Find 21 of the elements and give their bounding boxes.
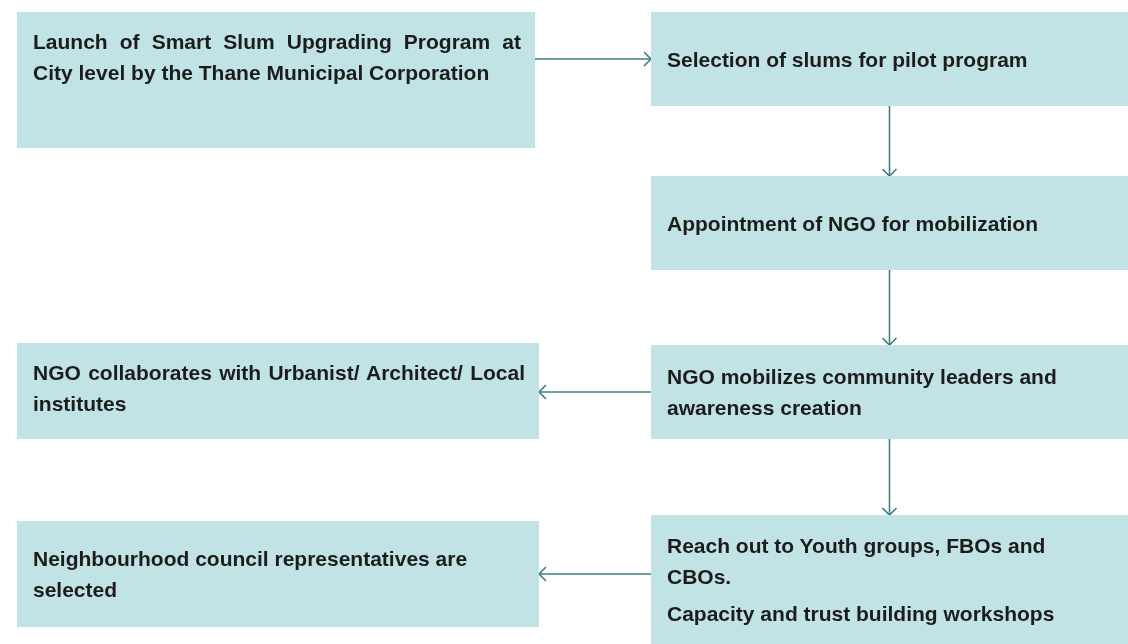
node-text: Selection of slums for pilot program bbox=[667, 46, 1029, 73]
arrow bbox=[881, 105, 898, 177]
process-box bbox=[651, 12, 1128, 106]
node-text: NGO mobilizes community leaders and awareness creation bbox=[667, 364, 1058, 421]
node-text: Neighbourhood council representatives are selected bbox=[33, 546, 469, 603]
arrow bbox=[881, 438, 898, 516]
process-box bbox=[17, 12, 535, 148]
arrow bbox=[538, 384, 652, 400]
arrow bbox=[534, 51, 652, 67]
process-box bbox=[651, 345, 1128, 439]
node-text: NGO collaborates with Urbanist/ Architect/ Local institutes bbox=[33, 360, 525, 417]
arrow bbox=[538, 566, 652, 582]
process-box bbox=[17, 521, 539, 627]
process-box bbox=[651, 515, 1128, 644]
node-text: Reach out to Youth groups, FBOs and CBOs. bbox=[667, 533, 1047, 590]
process-box bbox=[651, 176, 1128, 270]
arrow bbox=[881, 269, 898, 346]
node-text: Appointment of NGO for mobilization bbox=[667, 210, 1039, 237]
process-box bbox=[17, 343, 539, 439]
node-text: Launch of Smart Slum Upgrading Program at City level by the Thane Municipal Corporation bbox=[33, 29, 521, 86]
node-text: Capacity and trust building workshops bbox=[667, 601, 1056, 627]
